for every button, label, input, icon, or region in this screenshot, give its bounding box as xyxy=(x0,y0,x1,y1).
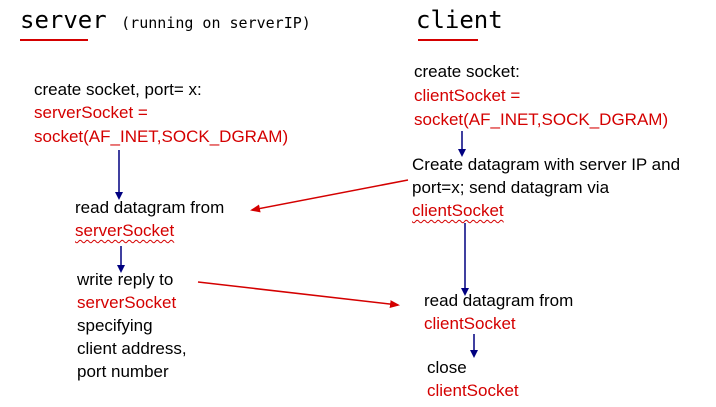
client-close-text: close xyxy=(427,358,467,377)
server-header: server (running on serverIP) xyxy=(20,6,311,37)
client-to-server-datagram-arrow xyxy=(250,179,409,213)
client-read-socket: clientSocket xyxy=(424,314,516,333)
client-title: client xyxy=(416,6,503,34)
server-read-socket: serverSocket xyxy=(75,221,175,240)
server-specifying-text: specifying xyxy=(77,316,153,335)
client-header-underline xyxy=(418,39,478,41)
server-read-datagram-text: read datagram from xyxy=(75,198,225,217)
client-send-socket: clientSocket xyxy=(412,201,504,220)
client-close-socket: clientSocket xyxy=(427,381,519,400)
server-title: server xyxy=(20,6,107,34)
server-write-reply-text: write reply to xyxy=(77,270,174,289)
client-socket-assignment: clientSocket = xyxy=(414,86,521,105)
client-socket-call: socket(AF_INET,SOCK_DGRAM) xyxy=(414,110,669,129)
server-client-address-text: client address, xyxy=(77,339,187,358)
client-send-datagram-text: port=x; send datagram via xyxy=(412,178,610,197)
client-create-datagram-text: Create datagram with server IP and xyxy=(412,155,681,174)
server-to-client-reply-arrow xyxy=(197,281,400,309)
server-header-underline xyxy=(20,39,88,41)
server-port-number-text: port number xyxy=(77,362,169,381)
client-create-socket-text: create socket: xyxy=(414,62,520,81)
server-write-socket: serverSocket xyxy=(77,293,177,312)
server-subtitle: (running on serverIP) xyxy=(121,14,311,32)
server-create-socket-text: create socket, port= x: xyxy=(34,80,202,99)
server-socket-assignment: serverSocket = xyxy=(34,103,148,122)
server-socket-call: socket(AF_INET,SOCK_DGRAM) xyxy=(34,127,289,146)
